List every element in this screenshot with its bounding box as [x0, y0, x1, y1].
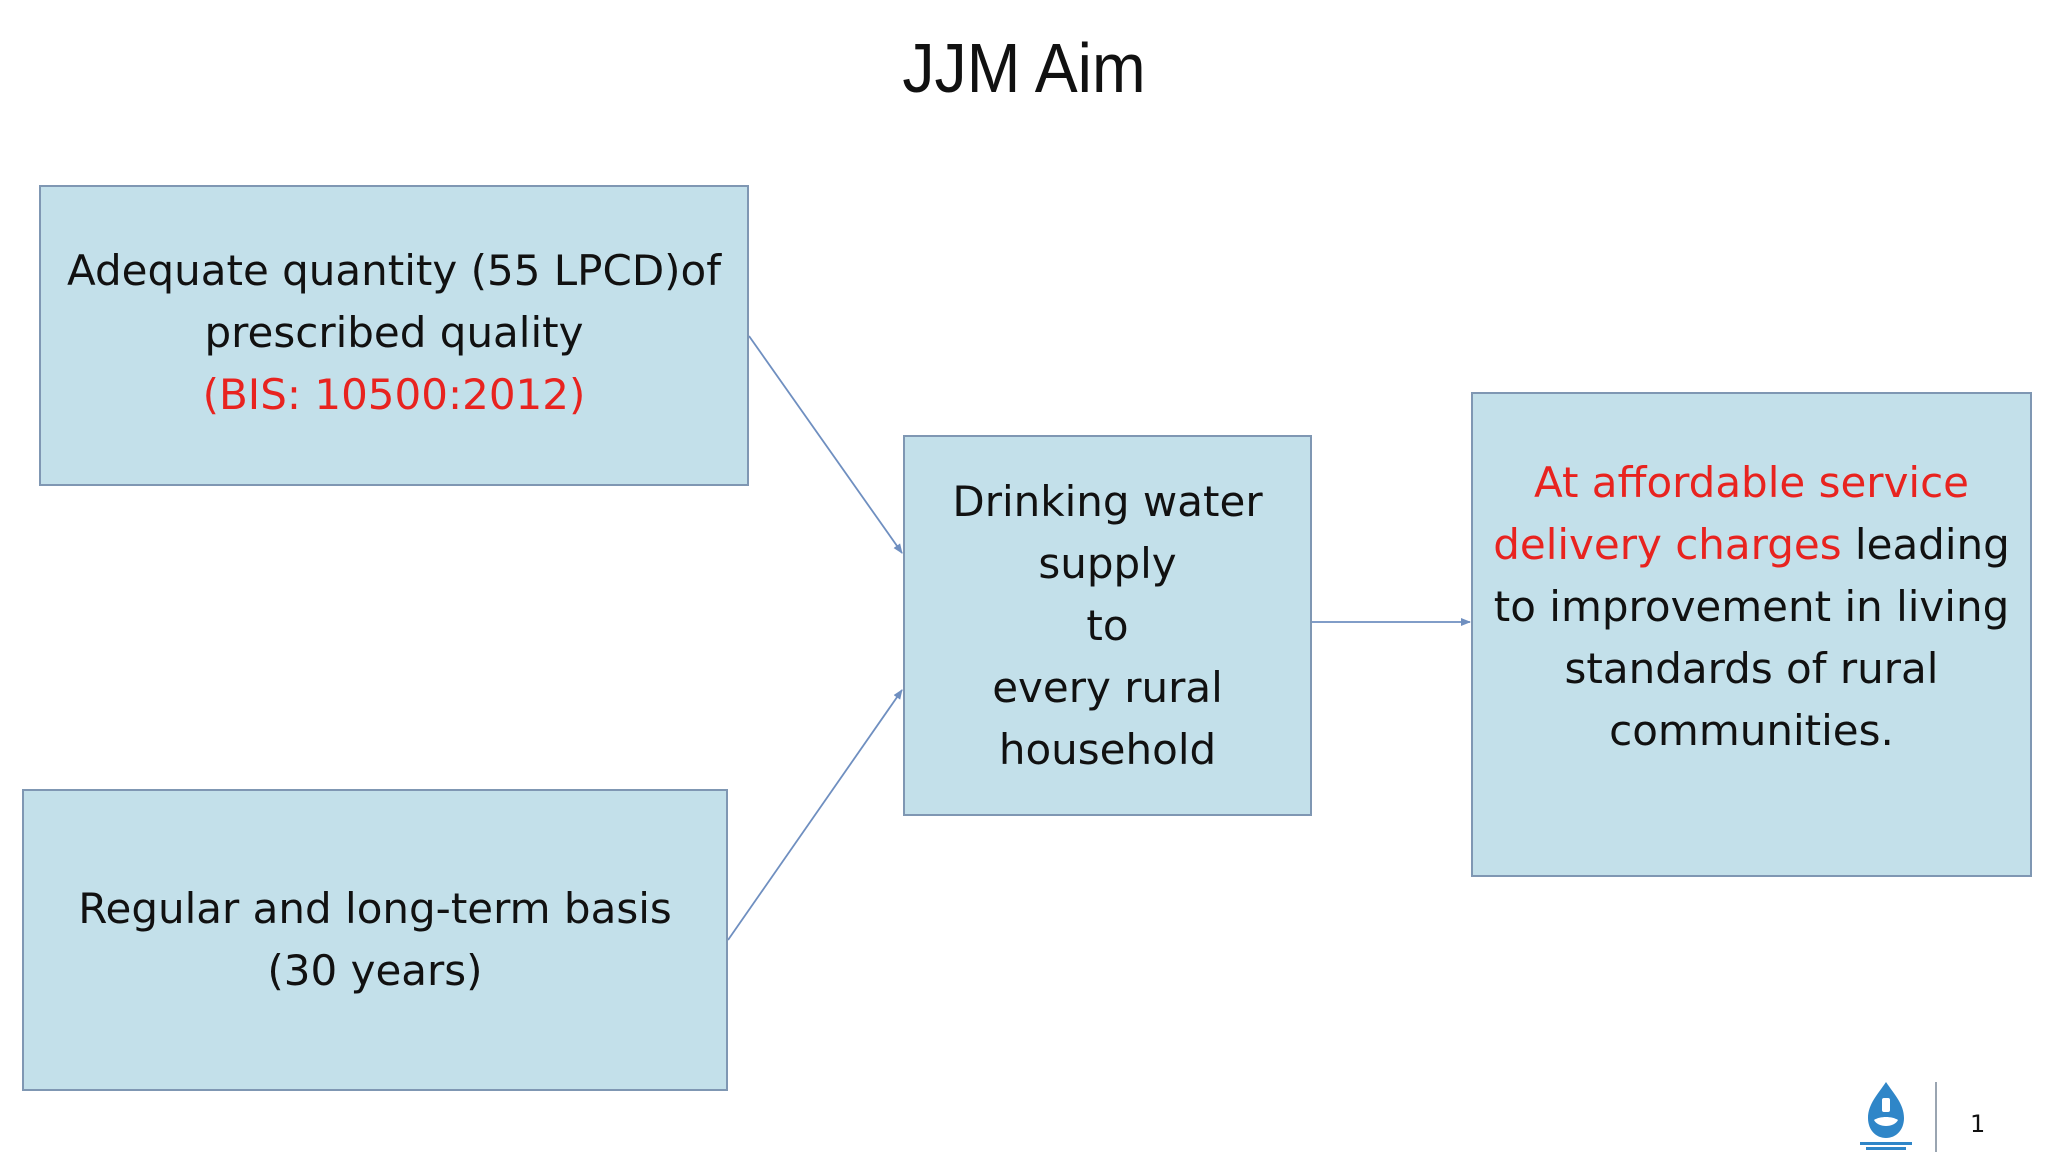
box-outcome-line-1: At affordable service [1533, 457, 1970, 507]
arrow-regular-to-center [727, 689, 903, 941]
box-regular-line-1: Regular and long-term basis [78, 884, 672, 933]
box-quantity-line-2: prescribed quality [204, 307, 584, 357]
box-quantity-bis-standard: (BIS: 10500:2012) [202, 369, 586, 419]
box-drinking-water-supply: Drinking water supply to every rural hou… [903, 435, 1312, 816]
box-outcome-line-2-red: delivery charges [1493, 519, 1842, 569]
box-regular-line-2: (30 years) [267, 946, 483, 995]
slide-title: JJM Aim [902, 29, 1146, 107]
box-center-line-1: Drinking water [952, 476, 1263, 526]
footer-divider [1935, 1082, 1937, 1152]
box-center-line-5: household [998, 724, 1217, 774]
box-outcome-line-2: delivery charges leading [1493, 514, 2010, 576]
page-number: 1 [1970, 1110, 1986, 1138]
box-quantity-line-1: Adequate quantity (55 LPCD)of [66, 245, 722, 295]
box-outcome-line-3: to improvement in living [1493, 581, 2010, 631]
box-adequate-quantity: Adequate quantity (55 LPCD)of prescribed… [39, 185, 749, 486]
jal-jeevan-mission-water-drop-icon [1860, 1082, 1912, 1150]
box-outcome-line-2-rest: leading [1841, 519, 2010, 569]
box-center-line-3: to [1086, 600, 1129, 650]
box-center-line-4: every rural [992, 662, 1223, 712]
arrow-quantity-to-center [748, 335, 903, 554]
box-regular-long-term: Regular and long-term basis (30 years) [22, 789, 728, 1091]
box-outcome-line-4: standards of rural [1564, 643, 1939, 693]
box-center-line-2: supply [1038, 538, 1177, 588]
box-affordable-outcome: At affordable service delivery charges l… [1471, 392, 2032, 877]
box-outcome-line-5: communities. [1609, 705, 1894, 755]
